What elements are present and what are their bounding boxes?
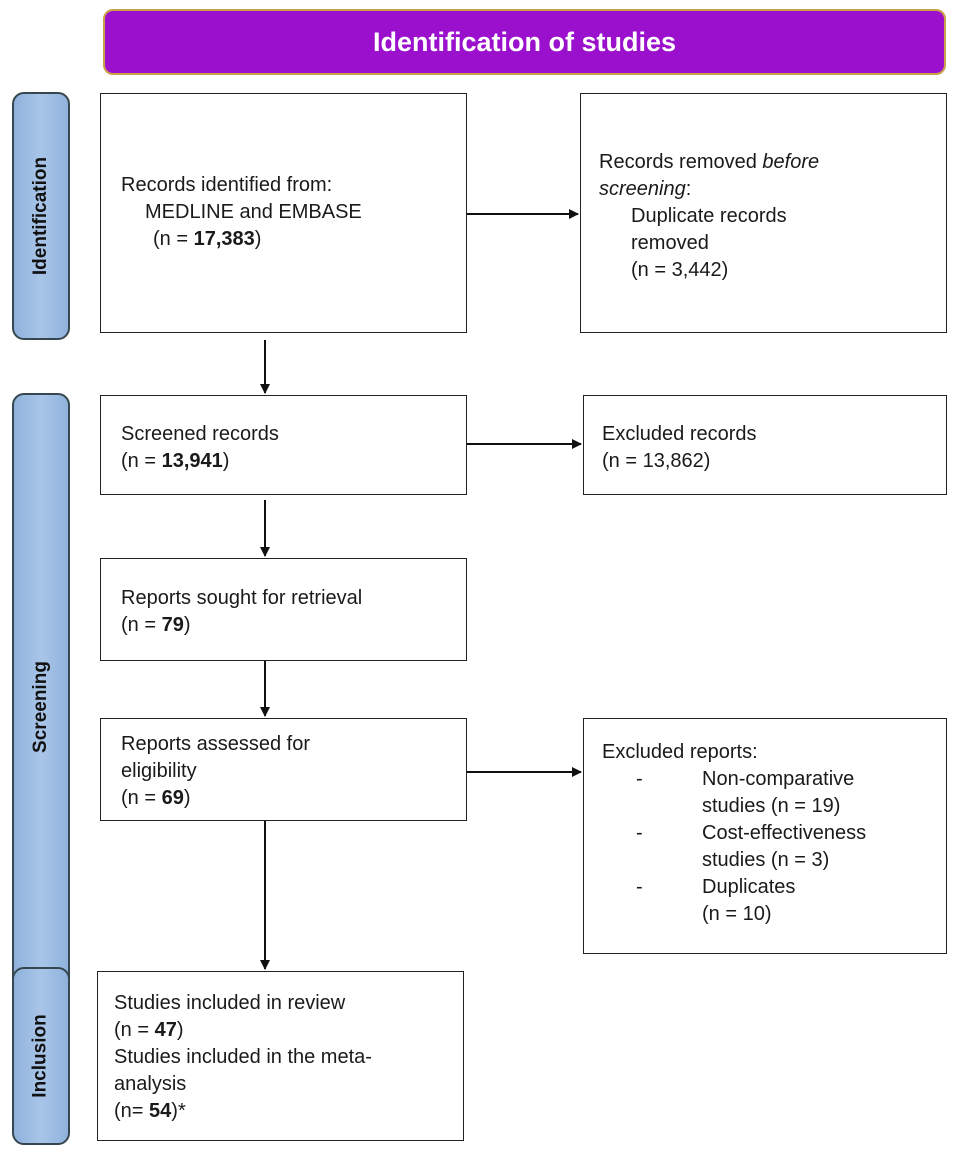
excluded-reports-item-count: studies (n = 3) [702, 849, 830, 871]
excluded-reports-box: Excluded reports: - Non-comparative stud… [583, 718, 947, 954]
excluded-reports-item-text: Duplicates [702, 876, 796, 898]
excluded-reports-item: - Cost-effectiveness [602, 820, 946, 847]
bullet-dash: - [636, 768, 643, 790]
excluded-records-line1: Excluded records [602, 423, 757, 445]
screened-records-line1: Screened records [121, 423, 279, 445]
excluded-reports-item-count: (n = 10) [702, 903, 772, 925]
records-removed-line1: Records removed before [599, 151, 820, 173]
excluded-reports-item: - Non-comparative [602, 766, 946, 793]
screened-records-count: (n = 13,941) [121, 450, 230, 472]
studies-included-review-label: Studies included in review [114, 992, 346, 1014]
excluded-records-count: (n = 13,862) [602, 450, 711, 472]
records-identified-box: Records identified from: MEDLINE and EMB… [100, 93, 467, 333]
stage-identification: Identification [12, 92, 70, 340]
excluded-reports-title: Excluded reports: [602, 741, 758, 763]
records-identified-line1: Records identified from: [121, 174, 333, 196]
studies-included-box: Studies included in review (n = 47) Stud… [97, 971, 464, 1141]
reports-assessed-line2: eligibility [121, 760, 197, 782]
studies-included-meta-count: (n= 54)* [114, 1100, 186, 1122]
reports-assessed-line1: Reports assessed for [121, 733, 310, 755]
records-removed-box: Records removed before screening: Duplic… [580, 93, 947, 333]
bullet-dash: - [636, 822, 643, 844]
screened-records-box: Screened records (n = 13,941) [100, 395, 467, 495]
reports-assessed-count: (n = 69) [121, 787, 191, 809]
reports-sought-box: Reports sought for retrieval (n = 79) [100, 558, 467, 661]
records-identified-count: (n = 17,383) [153, 228, 262, 250]
excluded-reports-item-text: Cost-effectiveness [702, 822, 867, 844]
records-removed-line4: removed [631, 232, 709, 254]
bullet-dash: - [636, 876, 643, 898]
excluded-records-box: Excluded records (n = 13,862) [583, 395, 947, 495]
records-identified-source: MEDLINE and EMBASE [145, 201, 362, 223]
records-removed-count: (n = 3,442) [631, 259, 729, 281]
studies-included-review-count: (n = 47) [114, 1019, 184, 1041]
reports-sought-count: (n = 79) [121, 614, 191, 636]
records-removed-line3: Duplicate records [631, 205, 787, 227]
header-title: Identification of studies [372, 26, 676, 57]
excluded-reports-item: - Duplicates [602, 874, 946, 901]
records-removed-line2: screening: [599, 178, 692, 200]
header-title-bar: Identification of studies [103, 9, 946, 75]
stage-inclusion: Inclusion [12, 967, 70, 1145]
reports-sought-line1: Reports sought for retrieval [121, 587, 363, 609]
excluded-reports-item-text: Non-comparative [702, 768, 855, 790]
stage-screening: Screening [12, 393, 70, 1020]
reports-assessed-box: Reports assessed for eligibility (n = 69… [100, 718, 467, 821]
studies-included-meta-label-cont: analysis [114, 1073, 187, 1095]
excluded-reports-item-count: studies (n = 19) [702, 795, 841, 817]
studies-included-meta-label: Studies included in the meta- [114, 1046, 372, 1068]
